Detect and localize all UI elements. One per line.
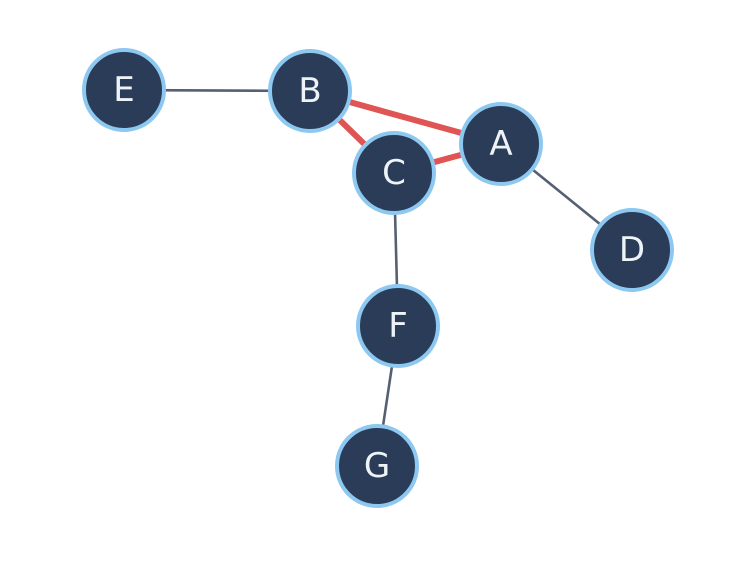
node-a: A: [459, 102, 543, 186]
node-g: G: [335, 424, 419, 508]
node-b-circle: [268, 49, 352, 133]
node-e-label: E: [113, 70, 134, 110]
node-c-label: C: [382, 153, 406, 193]
node-b-label: B: [298, 71, 321, 111]
node-e: E: [82, 48, 166, 132]
node-a-label: A: [489, 124, 512, 164]
node-a-circle: [459, 102, 543, 186]
node-e-circle: [82, 48, 166, 132]
node-f-circle: [356, 284, 440, 368]
node-d-label: D: [619, 230, 645, 270]
node-c-circle: [352, 131, 436, 215]
node-f-label: F: [388, 306, 408, 346]
node-c: C: [352, 131, 436, 215]
node-g-label: G: [364, 446, 390, 486]
node-g-circle: [335, 424, 419, 508]
node-b: B: [268, 49, 352, 133]
node-d-circle: [590, 208, 674, 292]
node-d: D: [590, 208, 674, 292]
nodes-layer: E B A D C F G: [82, 48, 674, 508]
node-f: F: [356, 284, 440, 368]
